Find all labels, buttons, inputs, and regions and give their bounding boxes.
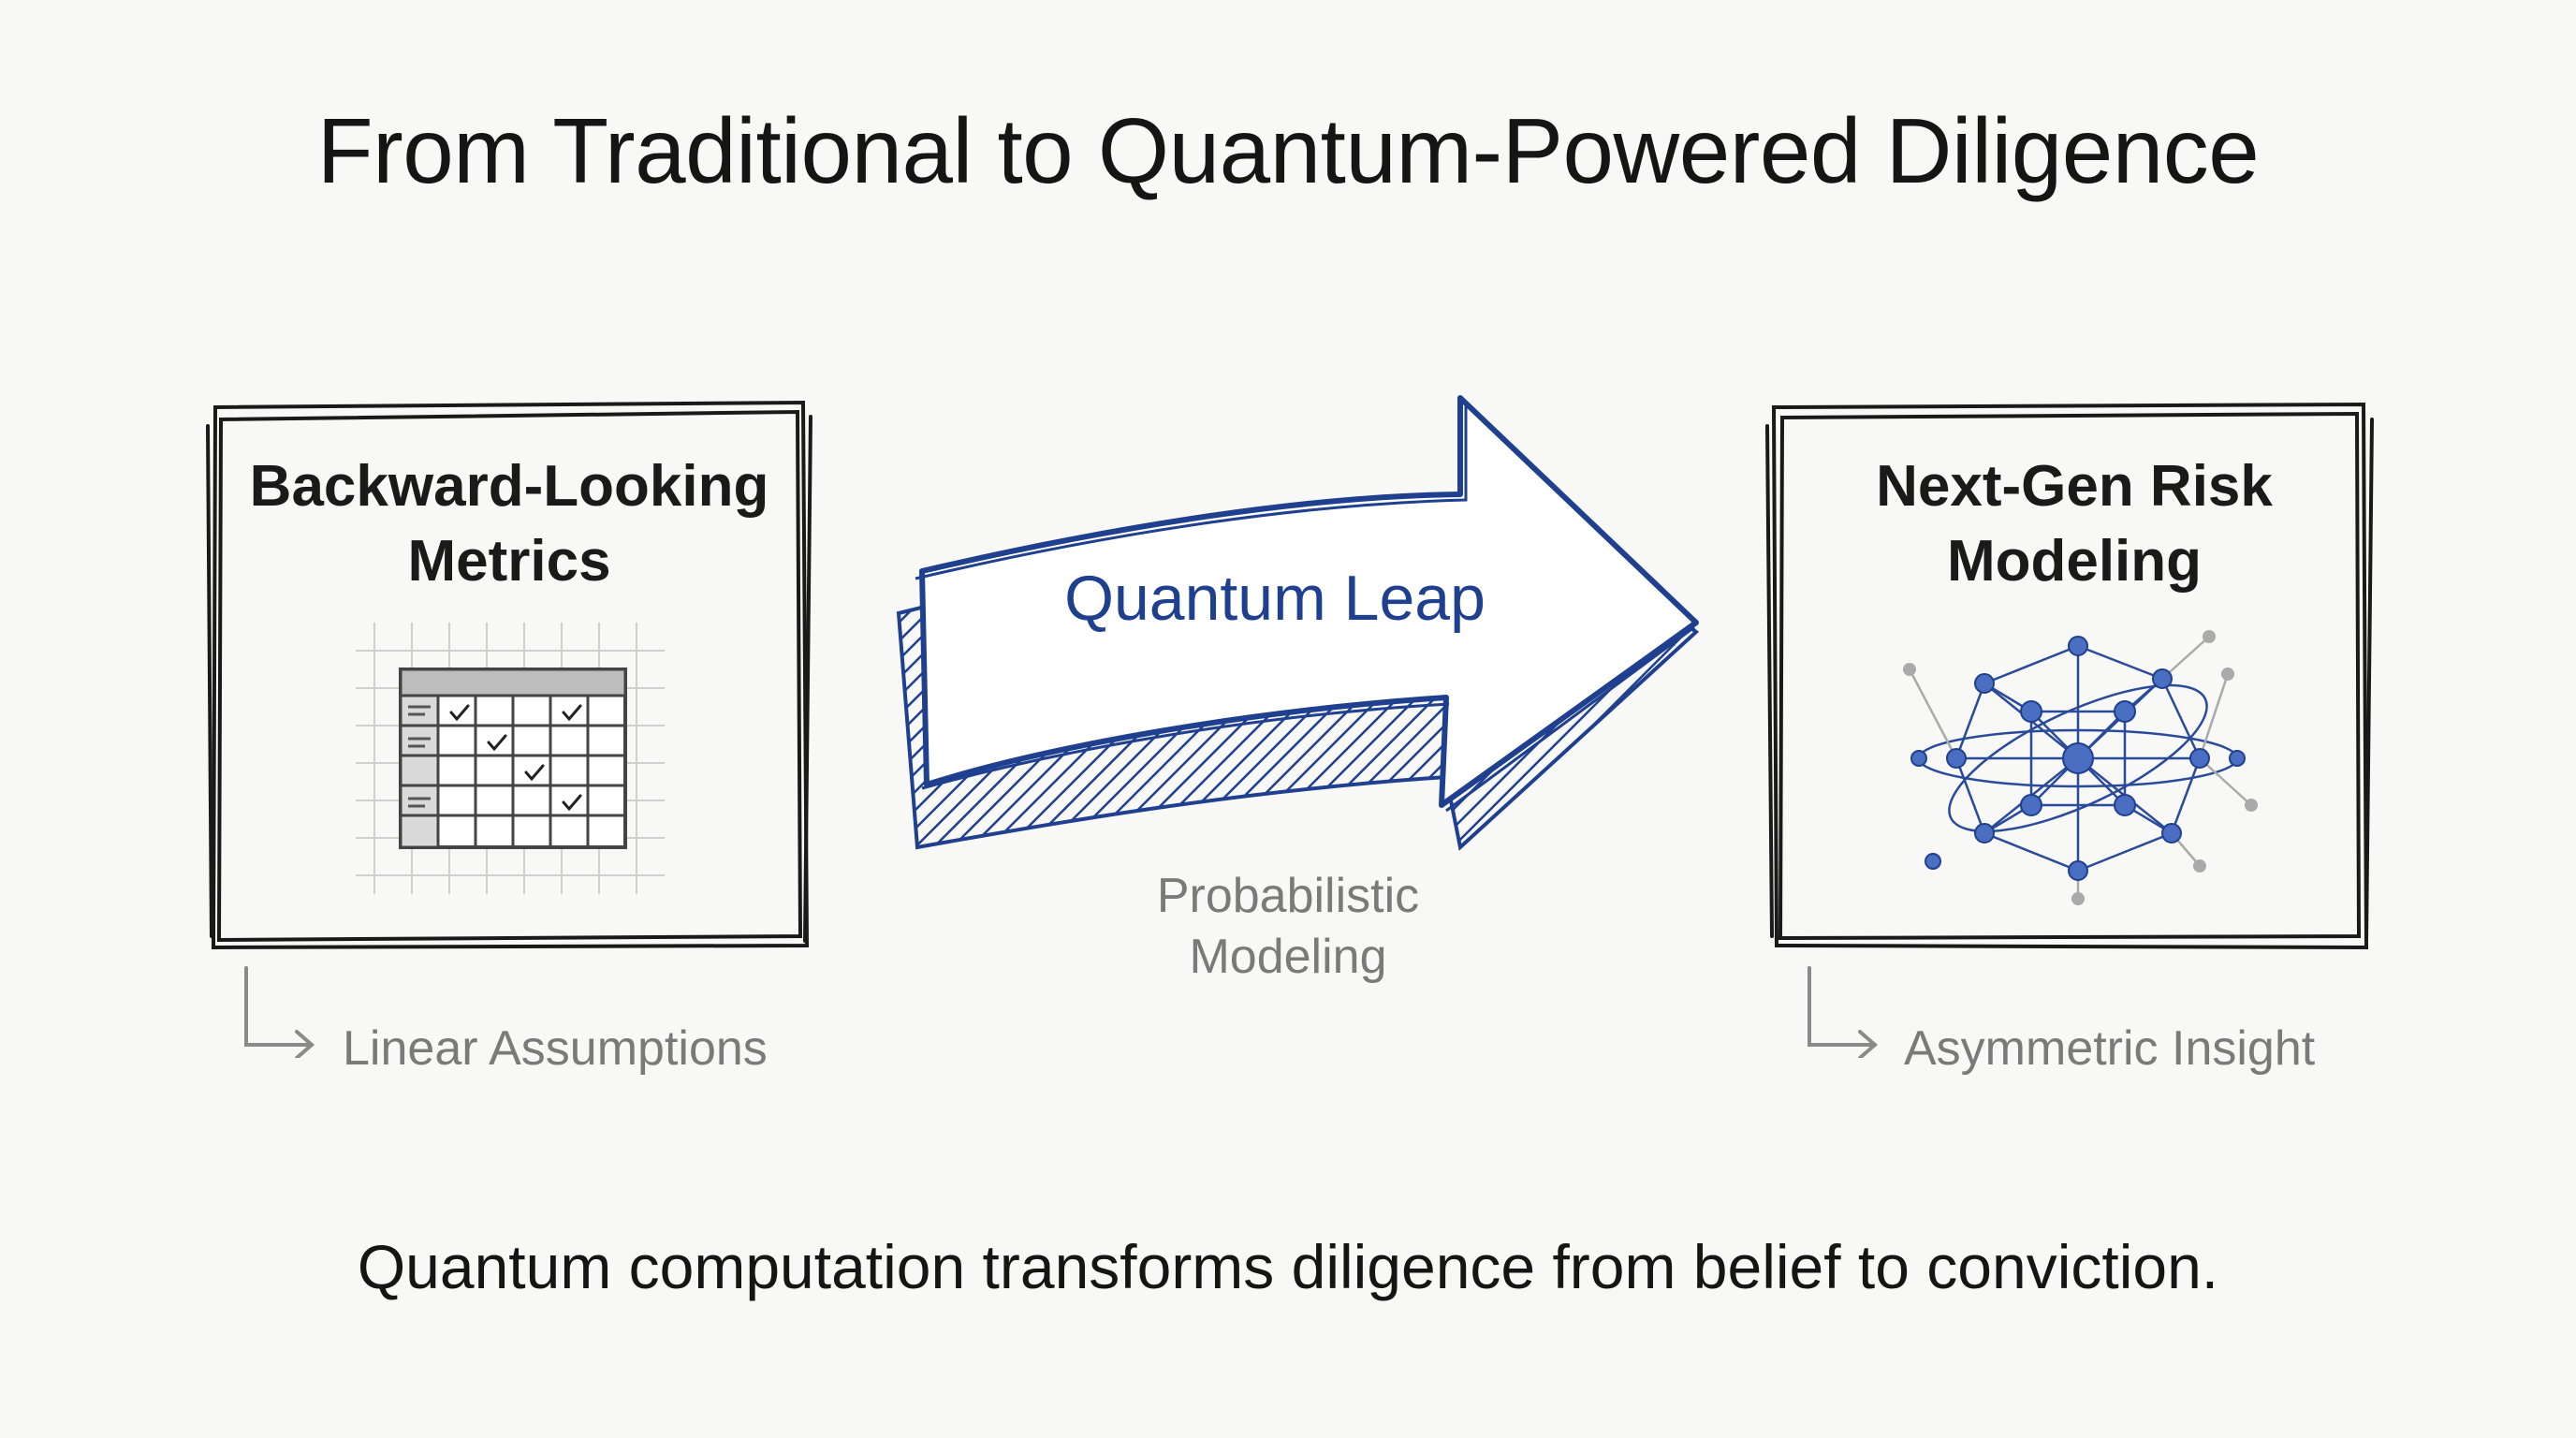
arrow-caption-line1: Probabilistic	[1156, 869, 1420, 923]
right-caption-arrow-icon	[1808, 966, 1879, 1058]
left-box-caption: Linear Assumptions	[343, 1021, 768, 1076]
quantum-network-icon	[1903, 630, 2258, 905]
arrow-caption-line2: Modeling	[1189, 930, 1387, 984]
arrow-label: Quantum Leap	[1064, 563, 1486, 634]
left-box-title-line2: Metrics	[407, 529, 611, 594]
page-title: From Traditional to Quantum-Powered Dili…	[316, 99, 2260, 202]
right-box-caption: Asymmetric Insight	[1904, 1021, 2316, 1076]
bottom-statement: Quantum computation transforms diligence…	[357, 1232, 2219, 1301]
right-box-title-line2: Modeling	[1946, 529, 2203, 594]
left-caption-arrow-icon	[244, 966, 315, 1058]
left-box-title-line1: Backward-Looking	[249, 454, 769, 519]
spreadsheet-checklist-icon	[356, 623, 665, 894]
right-box-title-line1: Next-Gen Risk	[1876, 454, 2273, 519]
